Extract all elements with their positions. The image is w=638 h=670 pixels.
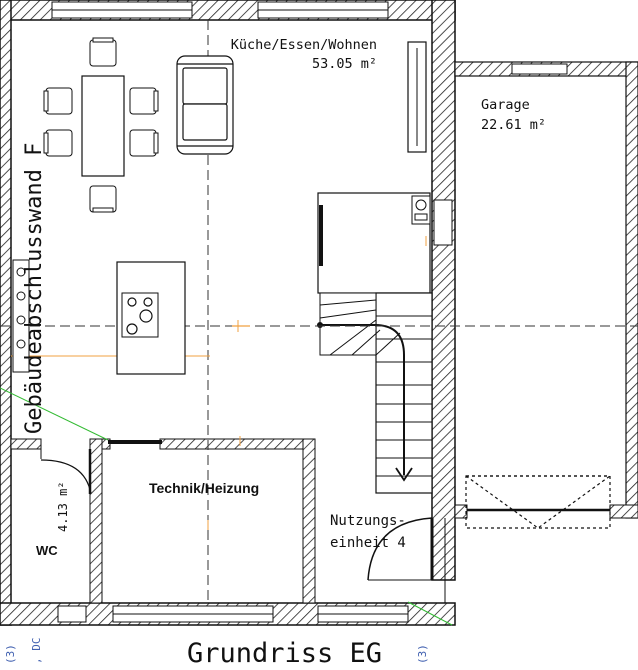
wc-room-area: 4.13 m² [56, 481, 70, 532]
staircase [317, 292, 433, 494]
margin-mark: , DC [30, 638, 43, 665]
garage [454, 61, 638, 529]
nutzungseinheit-line1: Nutzungs- [330, 513, 406, 529]
living-room-area: 53.05 m² [312, 56, 377, 72]
room-labels: Küche/Essen/Wohnen 53.05 m² Garage 22.61… [22, 37, 546, 558]
furniture [12, 37, 431, 375]
plan-title: Grundriss EG [187, 638, 382, 666]
outer-walls [0, 0, 456, 626]
dining-table [81, 75, 125, 177]
nutzungseinheit-line2: einheit 4 [330, 535, 406, 551]
inner-walls [10, 192, 431, 604]
doors [40, 449, 446, 603]
garage-area: 22.61 m² [481, 117, 546, 133]
title-block: Grundriss EG (3) , DC (3) [4, 638, 429, 670]
wall-label: Gebäudeabschlusswand F [22, 143, 47, 434]
living-room-name: Küche/Essen/Wohnen [231, 37, 377, 53]
sofa [176, 55, 234, 155]
margin-mark: (3) [416, 644, 429, 664]
wc-room-name: WC [36, 543, 58, 558]
technik-room-name: Technik/Heizung [149, 480, 259, 496]
garage-name: Garage [481, 97, 530, 113]
margin-mark: (3) [4, 644, 17, 664]
dining-chair [43, 37, 159, 213]
